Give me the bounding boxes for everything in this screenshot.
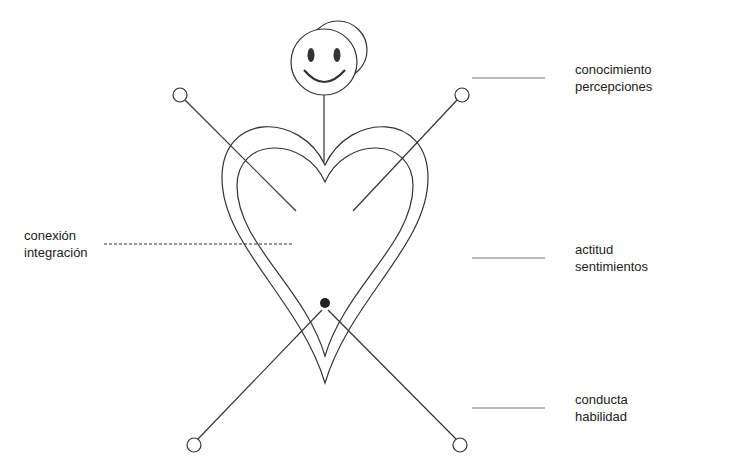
left-foot: [187, 438, 201, 452]
smile: [304, 70, 345, 82]
leader-line: [472, 257, 545, 258]
left-leg: [198, 310, 322, 439]
face-circle: [291, 29, 357, 95]
right-hand: [455, 88, 469, 102]
dashed-leader-line: [104, 243, 292, 244]
eye: [334, 48, 341, 62]
callout-label: conocimiento percepciones: [575, 61, 652, 95]
left-arm: [185, 100, 296, 211]
right-leg: [328, 310, 456, 439]
right-foot: [453, 438, 467, 452]
callout-label: conducta habilidad: [575, 391, 628, 425]
leader-line: [472, 77, 545, 78]
eye: [308, 48, 315, 62]
callout-label-left: conexión integración: [24, 227, 88, 261]
leader-line: [472, 407, 545, 408]
callout-label: actitud sentimientos: [575, 241, 648, 275]
left-hand: [173, 88, 187, 102]
outer-heart: [222, 127, 428, 383]
right-arm: [353, 100, 457, 211]
neck-line: [323, 95, 324, 162]
center-dot: [320, 298, 330, 308]
